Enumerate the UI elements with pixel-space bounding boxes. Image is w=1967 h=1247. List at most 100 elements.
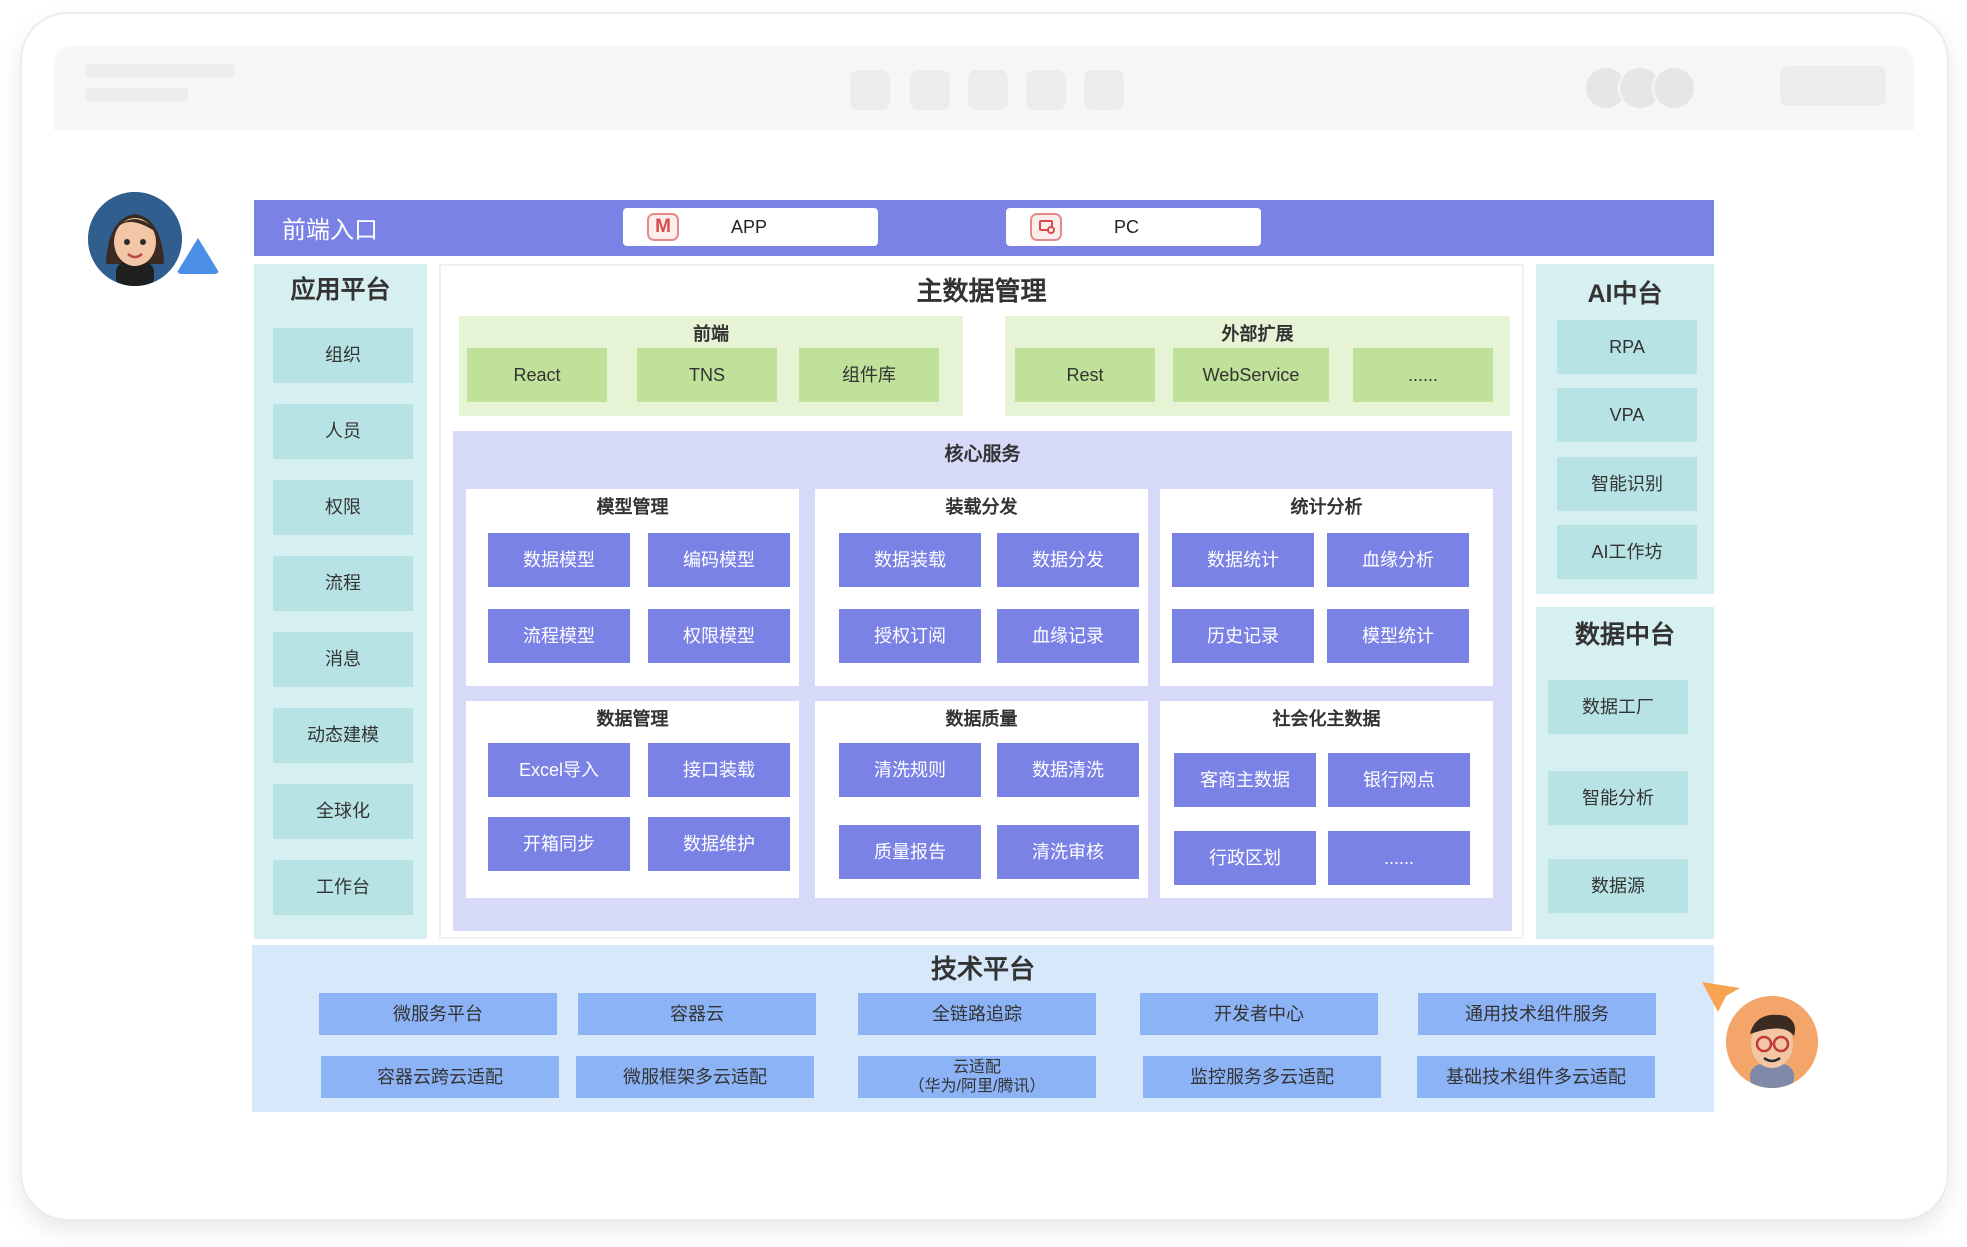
core-group-title: 数据管理 [596, 709, 669, 729]
core-services-panel: 核心服务 模型管理 数据模型 编码模型 流程模型 权限模型 装载分发 数据装载 … [453, 431, 1512, 931]
entry-pc[interactable]: PC [1006, 208, 1261, 246]
frontend-entry-bar: 前端入口 M APP PC [254, 200, 1714, 256]
app-platform-item[interactable]: 权限 [273, 480, 413, 535]
tech-platform-title: 技术平台 [930, 954, 1035, 984]
core-group-stats: 统计分析 数据统计 血缘分析 历史记录 模型统计 [1160, 489, 1493, 686]
tech-platform-item[interactable]: 基础技术组件多云适配 [1417, 1056, 1655, 1098]
app-platform-item[interactable]: 动态建模 [273, 708, 413, 763]
core-item[interactable]: 接口装载 [648, 743, 790, 797]
core-item[interactable]: 质量报告 [839, 825, 981, 879]
placeholder-line [86, 64, 234, 77]
frontend-group: 前端 React TNS 组件库 [459, 316, 963, 416]
cloud-adapt-sublabel: （华为/阿里/腾讯） [908, 1078, 1046, 1095]
core-item[interactable]: 开箱同步 [488, 817, 630, 871]
core-item[interactable]: 数据清洗 [997, 743, 1139, 797]
core-item[interactable]: 流程模型 [488, 609, 630, 663]
data-platform-item[interactable]: 数据源 [1548, 859, 1688, 913]
master-data-panel: 主数据管理 前端 React TNS 组件库 外部扩展 Rest WebServ… [439, 264, 1524, 939]
entry-app-label: APP [731, 217, 768, 237]
tech-platform-item[interactable]: 容器云跨云适配 [321, 1056, 559, 1098]
core-item[interactable]: 历史记录 [1172, 609, 1314, 663]
tech-platform-panel: 技术平台 微服务平台 容器云 全链路追踪 开发者中心 通用技术组件服务 容器云跨… [252, 945, 1714, 1112]
core-item[interactable]: 编码模型 [648, 533, 790, 587]
app-platform-item[interactable]: 组织 [273, 328, 413, 383]
core-group-quality: 数据质量 清洗规则 数据清洗 质量报告 清洗审核 [815, 701, 1148, 898]
core-item[interactable]: 数据统计 [1172, 533, 1314, 587]
toolbar-pill-placeholder[interactable] [1780, 66, 1886, 106]
app-platform-item[interactable]: 消息 [273, 632, 413, 687]
user-circle-placeholder[interactable] [1652, 66, 1696, 110]
toolbar-placeholder-button[interactable] [850, 70, 890, 110]
core-item[interactable]: 客商主数据 [1174, 753, 1316, 807]
female-avatar [88, 192, 182, 286]
core-item[interactable]: 行政区划 [1174, 831, 1316, 885]
app-platform-item[interactable]: 全球化 [273, 784, 413, 839]
ai-platform-item[interactable]: RPA [1557, 320, 1697, 374]
core-group-title: 统计分析 [1290, 497, 1363, 517]
tech-platform-item[interactable]: 全链路追踪 [858, 993, 1096, 1035]
ai-platform-item[interactable]: AI工作坊 [1557, 525, 1697, 579]
tech-platform-item[interactable]: 微服务平台 [319, 993, 557, 1035]
external-group-title: 外部扩展 [1221, 324, 1294, 344]
frontend-item[interactable]: TNS [637, 348, 777, 402]
tech-platform-item[interactable]: 容器云 [578, 993, 816, 1035]
ai-platform-item[interactable]: VPA [1557, 388, 1697, 442]
external-group: 外部扩展 Rest WebService ...... [1005, 316, 1510, 416]
ai-platform-title: AI中台 [1587, 280, 1663, 308]
core-group-load: 装载分发 数据装载 数据分发 授权订阅 血缘记录 [815, 489, 1148, 686]
pc-monitor-icon [1030, 213, 1062, 241]
core-group-social: 社会化主数据 客商主数据 银行网点 行政区划 ...... [1160, 701, 1493, 898]
tech-platform-item[interactable]: 开发者中心 [1140, 993, 1378, 1035]
app-platform-item[interactable]: 流程 [273, 556, 413, 611]
entry-app[interactable]: M APP [623, 208, 878, 246]
toolbar-placeholder-button[interactable] [910, 70, 950, 110]
core-item[interactable]: Excel导入 [488, 743, 630, 797]
toolbar-placeholder-button[interactable] [1084, 70, 1124, 110]
core-services-title: 核心服务 [944, 444, 1021, 465]
core-group-model: 模型管理 数据模型 编码模型 流程模型 权限模型 [466, 489, 799, 686]
core-item[interactable]: ...... [1328, 831, 1470, 885]
core-item[interactable]: 模型统计 [1327, 609, 1469, 663]
core-item[interactable]: 银行网点 [1328, 753, 1470, 807]
tech-platform-item[interactable]: 监控服务多云适配 [1143, 1056, 1381, 1098]
external-item[interactable]: WebService [1173, 348, 1329, 402]
toolbar-placeholder-button[interactable] [968, 70, 1008, 110]
data-platform-item[interactable]: 智能分析 [1548, 771, 1688, 825]
male-avatar [1726, 996, 1818, 1088]
core-item[interactable]: 数据分发 [997, 533, 1139, 587]
data-platform-item[interactable]: 数据工厂 [1548, 680, 1688, 734]
frontend-item[interactable]: 组件库 [799, 348, 939, 402]
data-platform-panel: 数据中台 数据工厂 智能分析 数据源 [1536, 607, 1714, 939]
core-item[interactable]: 数据装载 [839, 533, 981, 587]
app-m-icon: M [647, 213, 679, 241]
external-item[interactable]: ...... [1353, 348, 1493, 402]
entry-pc-label: PC [1114, 217, 1140, 237]
tech-platform-item[interactable]: 微服框架多云适配 [576, 1056, 814, 1098]
ai-platform-item[interactable]: 智能识别 [1557, 457, 1697, 511]
core-item[interactable]: 血缘分析 [1327, 533, 1469, 587]
core-group-data-mgmt: 数据管理 Excel导入 接口装载 开箱同步 数据维护 [466, 701, 799, 898]
app-platform-panel: 应用平台 组织 人员 权限 流程 消息 动态建模 全球化 工作台 [254, 264, 427, 939]
app-platform-item[interactable]: 人员 [273, 404, 413, 459]
master-data-title: 主数据管理 [916, 276, 1047, 306]
core-group-title: 装载分发 [945, 497, 1018, 517]
core-item[interactable]: 清洗规则 [839, 743, 981, 797]
toolbar-placeholder-button[interactable] [1026, 70, 1066, 110]
core-item[interactable]: 数据维护 [648, 817, 790, 871]
tech-platform-item-cloud[interactable]: 云适配 （华为/阿里/腾讯） [858, 1056, 1096, 1098]
core-item[interactable]: 清洗审核 [997, 825, 1139, 879]
core-item[interactable]: 权限模型 [648, 609, 790, 663]
core-group-title: 社会化主数据 [1272, 709, 1381, 729]
core-item[interactable]: 数据模型 [488, 533, 630, 587]
entry-bar-title: 前端入口 [282, 217, 378, 244]
app-platform-item[interactable]: 工作台 [273, 860, 413, 915]
core-item[interactable]: 血缘记录 [997, 609, 1139, 663]
core-group-title: 数据质量 [945, 709, 1018, 729]
frontend-item[interactable]: React [467, 348, 607, 402]
data-platform-title: 数据中台 [1574, 621, 1675, 649]
cloud-adapt-label: 云适配 [952, 1059, 1001, 1076]
placeholder-line [86, 88, 188, 101]
external-item[interactable]: Rest [1015, 348, 1155, 402]
tech-platform-item[interactable]: 通用技术组件服务 [1418, 993, 1656, 1035]
core-item[interactable]: 授权订阅 [839, 609, 981, 663]
